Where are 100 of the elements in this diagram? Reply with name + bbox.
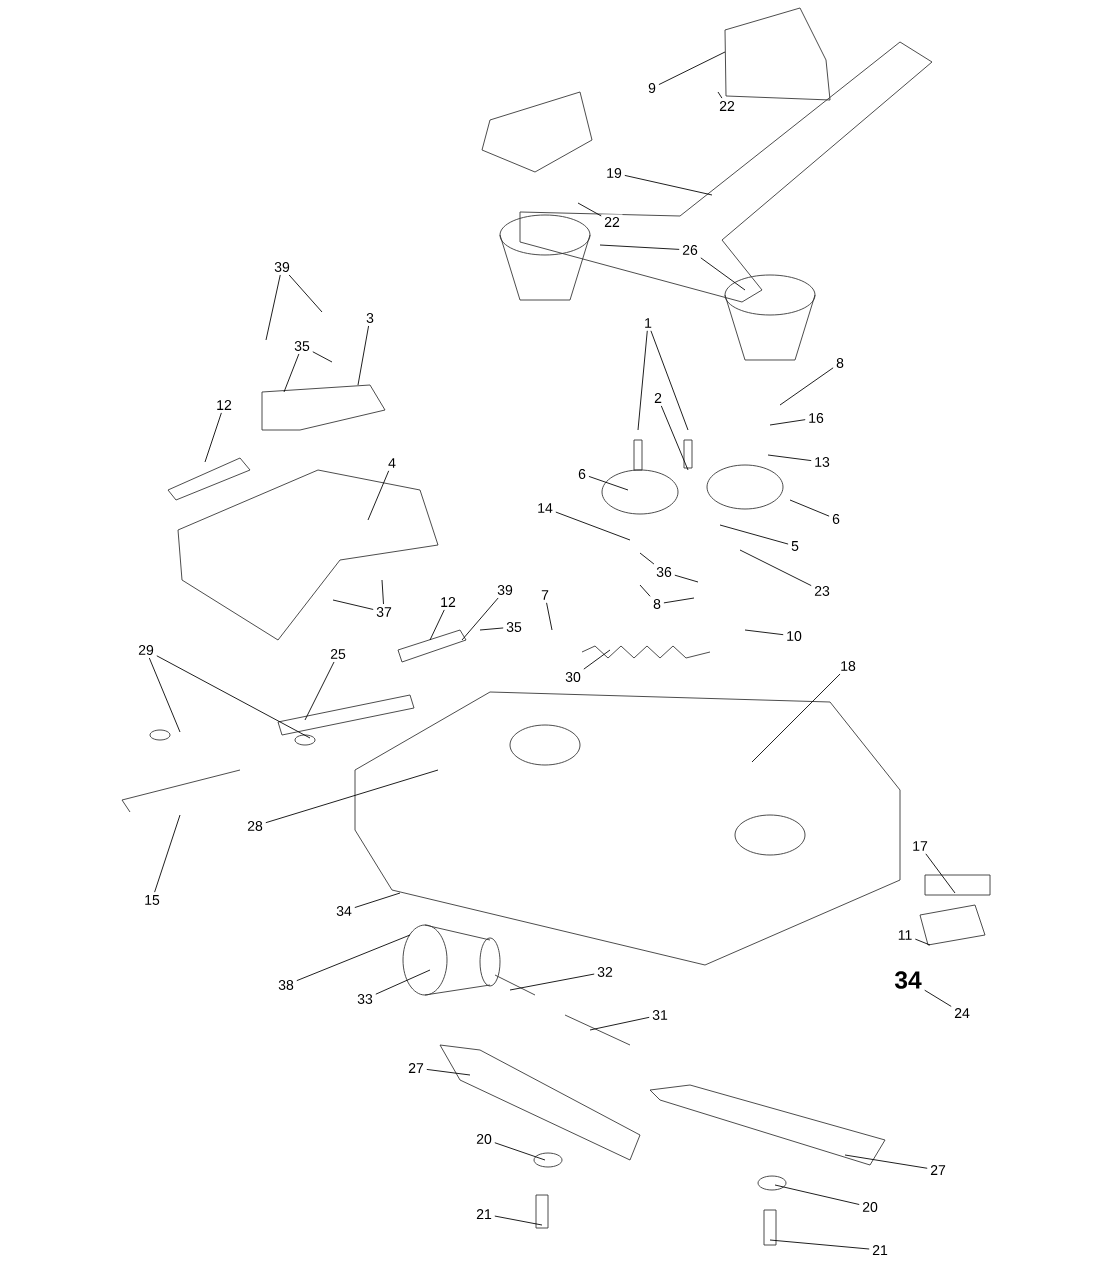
callout-number: 35 bbox=[291, 338, 313, 354]
callout-number: 22 bbox=[601, 214, 623, 230]
callout-number: 32 bbox=[594, 964, 616, 980]
decal-number: 34 bbox=[891, 968, 925, 992]
callout-number: 37 bbox=[373, 604, 395, 620]
callout-number: 27 bbox=[405, 1060, 427, 1076]
callout-number: 25 bbox=[327, 646, 349, 662]
leader-line bbox=[660, 405, 689, 471]
leader-line bbox=[624, 175, 713, 196]
leader-line bbox=[717, 91, 723, 99]
leader-line bbox=[924, 989, 952, 1007]
leader-line bbox=[639, 584, 651, 597]
leader-line bbox=[148, 657, 181, 733]
leader-line bbox=[925, 853, 956, 894]
leader-line bbox=[494, 1142, 546, 1161]
callout-number: 24 bbox=[951, 1005, 973, 1021]
leader-line bbox=[674, 574, 699, 583]
callout-number: 17 bbox=[909, 838, 931, 854]
leader-line bbox=[650, 330, 689, 431]
callout-number: 9 bbox=[645, 80, 659, 96]
callout-number: 26 bbox=[679, 242, 701, 258]
callout-number: 15 bbox=[141, 892, 163, 908]
leader-line bbox=[265, 769, 439, 824]
callout-number: 16 bbox=[805, 410, 827, 426]
callout-number: 29 bbox=[135, 642, 157, 658]
leader-line bbox=[751, 673, 841, 763]
leader-line bbox=[429, 609, 445, 641]
leader-line bbox=[769, 1239, 870, 1250]
callout-number: 4 bbox=[385, 455, 399, 471]
callout-number: 34 bbox=[333, 903, 355, 919]
callout-number: 36 bbox=[653, 564, 675, 580]
callout-number: 18 bbox=[837, 658, 859, 674]
callout-number: 35 bbox=[503, 619, 525, 635]
callout-number: 28 bbox=[244, 818, 266, 834]
leader-line bbox=[426, 1068, 471, 1076]
leader-line bbox=[461, 597, 499, 641]
leader-line bbox=[914, 938, 931, 946]
callout-number: 12 bbox=[437, 594, 459, 610]
leader-line bbox=[637, 330, 648, 431]
leader-line bbox=[589, 1016, 650, 1031]
leader-line bbox=[700, 257, 746, 291]
callout-number: 13 bbox=[811, 454, 833, 470]
callout-number: 3 bbox=[363, 310, 377, 326]
callout-number: 8 bbox=[833, 355, 847, 371]
leader-line bbox=[494, 1215, 543, 1226]
leader-line bbox=[599, 244, 680, 250]
callout-number: 1 bbox=[641, 315, 655, 331]
callout-number: 2 bbox=[651, 390, 665, 406]
callout-number: 6 bbox=[575, 466, 589, 482]
leader-line bbox=[265, 274, 281, 341]
callout-number: 14 bbox=[534, 500, 556, 516]
callout-number: 11 bbox=[895, 927, 915, 943]
leader-line bbox=[767, 454, 812, 462]
callout-number: 21 bbox=[473, 1206, 495, 1222]
leader-line bbox=[744, 629, 784, 636]
leader-line bbox=[588, 475, 629, 491]
leader-line bbox=[375, 969, 431, 995]
leader-line bbox=[639, 552, 655, 565]
callout-number: 31 bbox=[649, 1007, 671, 1023]
callout-number: 30 bbox=[562, 669, 584, 685]
leader-line bbox=[332, 599, 374, 610]
leader-line bbox=[381, 579, 384, 605]
leader-line bbox=[769, 419, 806, 426]
callout-number: 39 bbox=[494, 582, 516, 598]
leader-line bbox=[583, 649, 611, 670]
leader-line bbox=[546, 602, 553, 631]
leader-line bbox=[304, 661, 335, 721]
leader-line bbox=[739, 549, 812, 587]
callout-number: 10 bbox=[783, 628, 805, 644]
callout-number: 27 bbox=[927, 1162, 949, 1178]
leader-line bbox=[509, 973, 595, 991]
leader-line bbox=[296, 934, 411, 982]
leader-line bbox=[774, 1184, 860, 1205]
leader-line bbox=[779, 367, 834, 406]
callout-number: 23 bbox=[811, 583, 833, 599]
callout-number: 6 bbox=[829, 511, 843, 527]
callout-number: 7 bbox=[538, 587, 552, 603]
leader-line bbox=[555, 511, 631, 541]
leader-line bbox=[479, 627, 504, 631]
leader-line bbox=[354, 892, 401, 908]
leader-line bbox=[367, 470, 390, 521]
leader-line bbox=[283, 353, 300, 393]
leader-line bbox=[844, 1154, 928, 1169]
callout-number: 20 bbox=[473, 1131, 495, 1147]
leader-line bbox=[156, 655, 311, 739]
callout-number: 39 bbox=[271, 259, 293, 275]
callout-number: 21 bbox=[869, 1242, 891, 1258]
callout-number: 22 bbox=[716, 98, 738, 114]
callout-number: 8 bbox=[650, 596, 664, 612]
leader-line bbox=[658, 51, 726, 86]
leader-line bbox=[154, 814, 181, 893]
leader-line bbox=[357, 325, 369, 386]
leader-line bbox=[577, 202, 602, 217]
leader-line bbox=[663, 597, 695, 604]
leader-line bbox=[204, 412, 222, 463]
leader-line bbox=[288, 274, 323, 313]
leader-line bbox=[312, 351, 333, 363]
callout-number: 20 bbox=[859, 1199, 881, 1215]
leader-line bbox=[789, 499, 830, 517]
callout-number: 12 bbox=[213, 397, 235, 413]
